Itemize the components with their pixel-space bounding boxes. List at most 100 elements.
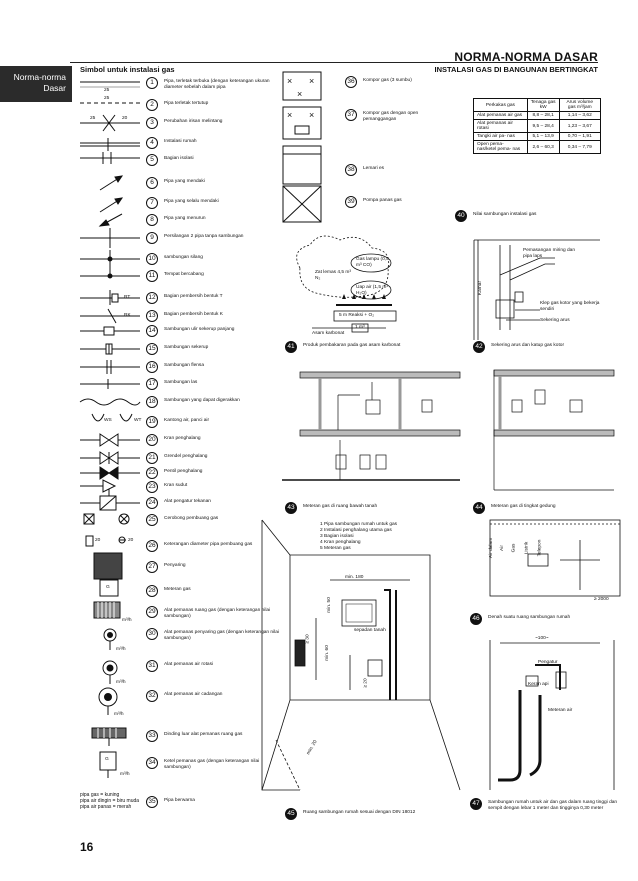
item-label: Sambungan las: [164, 380, 198, 385]
item-label: Kompor gas dengan open pemanggangan: [363, 111, 419, 122]
item-number: 1: [146, 77, 158, 89]
item-label: Dinding luar alat pemanas ruang gas: [164, 732, 243, 737]
item-label: Pipa berwarna: [164, 798, 195, 803]
f45-legend-5: 5 Meteran gas: [320, 546, 351, 551]
item-label: Alat pengatur tekanan: [164, 499, 211, 504]
item-number: 31: [146, 660, 158, 672]
side-tab: Norma-norma Dasar: [0, 66, 72, 102]
item-number: 26: [146, 540, 158, 552]
f45-legend-2: 2 Instalasi penghalang utama gas: [320, 528, 392, 533]
item-number: 28: [146, 585, 158, 597]
figure-number: 43: [285, 502, 297, 514]
item-label: Pipa terletak tertutup: [164, 101, 209, 106]
figure-number: 40: [455, 210, 467, 222]
figure-caption: Ruang sambungan rumah sesuai dengan DIN …: [303, 810, 416, 815]
item-label: Persilangan 2 pipa tanpa sambungan: [164, 234, 244, 239]
item-label: Sambungan ulir sekerup panjang: [164, 327, 235, 332]
svg-text:×: ×: [309, 110, 314, 120]
item-label: Kompor gas (3 sumbu): [363, 78, 412, 83]
figure-number: 42: [473, 341, 485, 353]
s1-dim: 25: [104, 88, 110, 93]
f47-regulator: Pengatur: [538, 660, 558, 665]
item-label: Grendel penghalang: [164, 454, 208, 459]
meter-g: G: [106, 585, 110, 590]
figure-caption: Produk pembakaran pada gas asam karbonat: [303, 343, 401, 348]
item-number: 34: [146, 757, 158, 769]
item-number: 4: [146, 137, 158, 149]
legend-hot-water: pipa air panas = merah: [80, 804, 132, 810]
item-number: 39: [345, 196, 357, 208]
symbol-item: 31 Alat pemanas air rotasi: [146, 660, 286, 672]
item-label: Alat pemanas air rotasi: [164, 662, 214, 667]
s12-mark: RT: [124, 295, 131, 300]
item-number: 7: [146, 197, 158, 209]
side-tab-line-1: Norma-norma: [13, 72, 66, 82]
unit-30: m³/h: [116, 647, 126, 652]
item-number: 8: [146, 214, 158, 226]
figure-caption: Sekering arus dan katup gas kotor: [491, 343, 565, 348]
gas-connection-table: Perkakas gas Tenaga gas kW Arus volume g…: [473, 98, 602, 154]
item-label: Pipa yang mendaki: [164, 179, 205, 184]
f45-ground-line: sepadan tanah: [354, 628, 386, 633]
figure-caption-45: 45 Ruang sambungan rumah sesuai dengan DI…: [285, 808, 475, 820]
item-label: Bagian pembersih bentuk T: [164, 294, 223, 299]
figure-caption: Meteran gas di tingkat gedung: [491, 504, 556, 509]
item-number: 2: [146, 99, 158, 111]
unit-29: m³/h: [122, 618, 132, 623]
item-number: 24: [146, 497, 158, 509]
item-number: 17: [146, 378, 158, 390]
pipe-color-legend: pipa gas = kuning pipa air dingin = biru…: [80, 792, 150, 810]
item-label: Tempat bercabang: [164, 272, 204, 277]
f47-width: ~100~: [535, 636, 549, 641]
item-label: Sambungan flensa: [164, 363, 205, 368]
flow-fuse-label: Sekering arus: [540, 318, 570, 323]
s2-dim: 25: [104, 96, 110, 101]
s3-left: 25: [90, 116, 96, 121]
item-number: 38: [345, 164, 357, 176]
item-label: Bagian isolasi: [164, 156, 194, 161]
dirty-gas-valve-label: Klep gas kotor yang bekerja sendiri: [540, 301, 600, 312]
s19-ws: WS: [104, 418, 112, 423]
unit-34: m³/h: [120, 772, 130, 777]
table-cell: 0,34 – 7,79: [558, 140, 602, 154]
item-number: 29: [146, 606, 158, 618]
figure-caption: Meteran gas di ruang bawah tanah: [303, 504, 378, 509]
f47-fire-tap: Keran api: [528, 682, 549, 687]
item-number: 6: [146, 177, 158, 189]
item-label: Alat pemanas air cadangan: [164, 692, 223, 697]
svg-text:×: ×: [287, 76, 292, 86]
legend-gas: pipa gas = kuning: [80, 792, 120, 798]
reaction-label: 5 m Reaksi + O₂: [339, 313, 375, 318]
figure-number: 45: [285, 808, 297, 820]
s26-b: 20: [128, 538, 134, 543]
symbol-item: 6 Pipa yang mendaki: [146, 177, 286, 189]
item-number: 16: [146, 361, 158, 373]
svg-text:×: ×: [297, 89, 302, 99]
item-label: Kran penghalang: [164, 436, 201, 441]
unit-31: m³/h: [116, 680, 126, 685]
